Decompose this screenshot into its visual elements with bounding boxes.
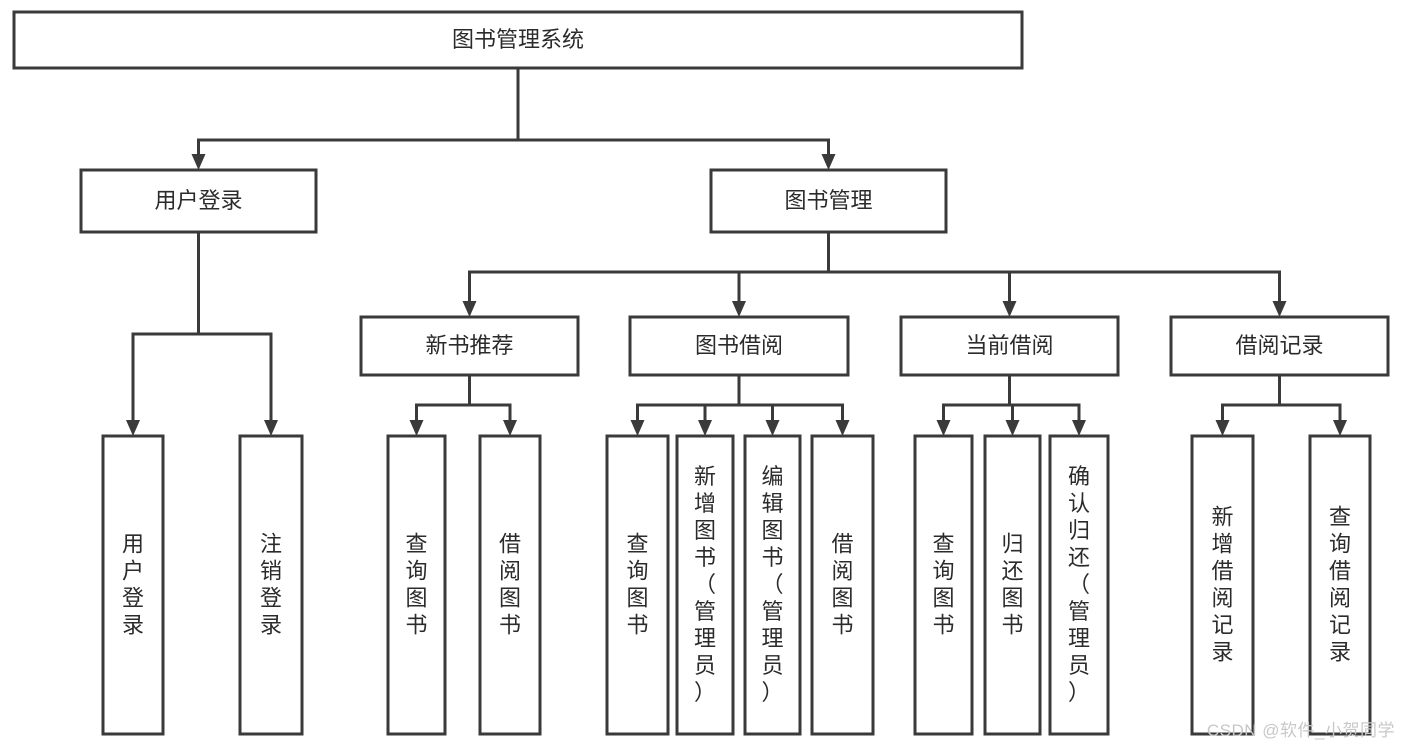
- node-label: 用户登录: [122, 531, 144, 637]
- node-label: 查询借阅记录: [1329, 504, 1351, 664]
- node-current-borrow[interactable]: 当前借阅: [899, 315, 1120, 377]
- arrow-head: [1002, 301, 1017, 317]
- node-bb-borrow-book[interactable]: 借阅图书: [810, 434, 875, 736]
- node-book-manage[interactable]: 图书管理: [709, 168, 948, 234]
- node-borrow-record[interactable]: 借阅记录: [1169, 315, 1390, 377]
- node-new-book-recommend[interactable]: 新书推荐: [359, 315, 580, 377]
- node-label: 新书推荐: [425, 333, 513, 358]
- node-nbr-borrow-book[interactable]: 借阅图书: [478, 434, 542, 736]
- arrow-head: [1215, 420, 1230, 436]
- csdn-watermark: CSDN @软件_小贺同学: [1206, 721, 1395, 740]
- arrow-head: [126, 420, 140, 436]
- node-box[interactable]: [1048, 434, 1110, 736]
- node-label: 归还图书: [1001, 531, 1023, 637]
- arrow-head: [1333, 420, 1347, 436]
- node-bb-edit-book[interactable]: 编辑图书（管理员）: [743, 434, 802, 736]
- node-label: 借阅图书: [499, 531, 521, 637]
- arrow-head: [630, 420, 645, 436]
- node-box[interactable]: [478, 434, 542, 736]
- node-box[interactable]: [743, 434, 802, 736]
- node-box[interactable]: [983, 434, 1042, 736]
- arrow-head: [1072, 420, 1086, 436]
- node-label: 新增图书（管理员）: [694, 464, 716, 705]
- node-bb-query-book[interactable]: 查询图书: [605, 434, 670, 736]
- node-box[interactable]: [709, 168, 948, 234]
- node-box[interactable]: [359, 315, 580, 377]
- node-box[interactable]: [1190, 434, 1255, 736]
- node-box[interactable]: [675, 434, 735, 736]
- arrow-head: [936, 420, 951, 436]
- node-box[interactable]: [1308, 434, 1372, 736]
- node-box[interactable]: [810, 434, 875, 736]
- node-box[interactable]: [101, 434, 165, 736]
- arrow-head: [462, 301, 477, 317]
- node-user-login[interactable]: 用户登录: [79, 168, 318, 234]
- node-cb-confirm-return[interactable]: 确认归还（管理员）: [1048, 434, 1110, 736]
- node-label: 图书管理系统: [452, 27, 584, 52]
- node-label: 查询图书: [932, 531, 954, 637]
- node-label: 当前借阅: [965, 333, 1053, 358]
- arrow-head: [503, 420, 517, 436]
- arrow-head: [191, 154, 206, 170]
- node-label: 新增借阅记录: [1211, 504, 1233, 664]
- node-box[interactable]: [79, 168, 318, 234]
- node-user-logout[interactable]: 注销登录: [238, 434, 304, 736]
- node-cb-return-book[interactable]: 归还图书: [983, 434, 1042, 736]
- node-label: 图书借阅: [695, 333, 783, 358]
- node-layer: 图书管理系统用户登录图书管理用户登录注销登录新书推荐查询图书借阅图书图书借阅查询…: [12, 10, 1390, 736]
- node-label: 借阅图书: [831, 531, 853, 637]
- arrow-head: [732, 301, 746, 317]
- node-label: 确认归还（管理员）: [1068, 464, 1090, 705]
- arrow-head: [835, 420, 850, 436]
- node-label: 图书管理: [784, 188, 872, 213]
- node-box[interactable]: [605, 434, 670, 736]
- node-user-login-do[interactable]: 用户登录: [101, 434, 165, 736]
- node-box[interactable]: [1169, 315, 1390, 377]
- node-br-add-record[interactable]: 新增借阅记录: [1190, 434, 1255, 736]
- connector-layer: [126, 66, 1347, 436]
- node-box[interactable]: [899, 315, 1120, 377]
- node-br-query-record[interactable]: 查询借阅记录: [1308, 434, 1372, 736]
- arrow-head: [264, 420, 278, 436]
- node-box[interactable]: [12, 10, 1024, 70]
- node-label: 注销登录: [260, 531, 282, 637]
- arrow-head: [698, 420, 712, 436]
- node-box[interactable]: [913, 434, 974, 736]
- node-label: 编辑图书（管理员）: [761, 464, 783, 705]
- node-bb-add-book[interactable]: 新增图书（管理员）: [675, 434, 735, 736]
- arrow-head: [1005, 420, 1020, 436]
- node-book-borrow[interactable]: 图书借阅: [628, 315, 850, 377]
- arrow-head: [1272, 301, 1287, 317]
- node-cb-query-book[interactable]: 查询图书: [913, 434, 974, 736]
- node-box[interactable]: [628, 315, 850, 377]
- node-label: 借阅记录: [1235, 333, 1323, 358]
- arrow-head: [409, 420, 424, 436]
- node-label: 查询图书: [405, 531, 427, 637]
- node-box[interactable]: [386, 434, 447, 736]
- node-label: 查询图书: [626, 531, 648, 637]
- node-root[interactable]: 图书管理系统: [12, 10, 1024, 70]
- arrow-head: [821, 154, 836, 170]
- node-label: 用户登录: [154, 188, 242, 213]
- arrow-head: [765, 420, 780, 436]
- node-nbr-query-book[interactable]: 查询图书: [386, 434, 447, 736]
- node-box[interactable]: [238, 434, 304, 736]
